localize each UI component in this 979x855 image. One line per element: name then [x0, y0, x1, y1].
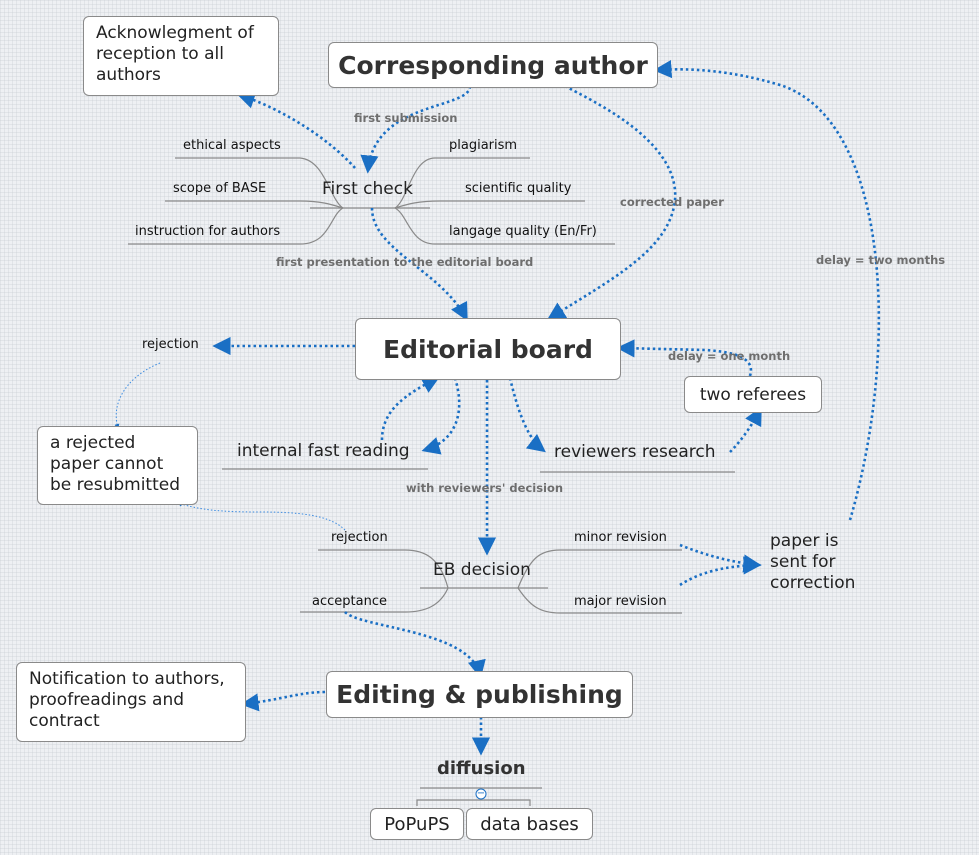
ethical-aspects-label[interactable]: ethical aspects	[183, 138, 281, 153]
scientific-quality-label[interactable]: scientific quality	[465, 181, 572, 196]
first-check-branches	[128, 157, 615, 245]
diffusion-title[interactable]: diffusion	[437, 758, 526, 779]
acceptance-label[interactable]: acceptance	[312, 594, 387, 609]
first-submission-label: first submission	[354, 111, 458, 125]
editing-publishing-box[interactable]: Editing & publishing	[326, 671, 633, 718]
flow-arrows	[212, 60, 881, 756]
corrected-paper-label: corrected paper	[620, 195, 724, 209]
rejected-note-text: a rejected paper cannot be resubmitted	[50, 433, 181, 495]
middle-branches	[222, 468, 735, 806]
popups-box[interactable]: PoPuPS	[370, 808, 464, 840]
first-check-title[interactable]: First check	[322, 179, 413, 199]
editorial-board-label: Editorial board	[383, 334, 593, 364]
acknowledgment-box[interactable]: Acknowlegment of reception to all author…	[83, 16, 279, 96]
acknowledgment-text: Acknowlegment of reception to all author…	[96, 23, 254, 85]
collapse-toggle-ring[interactable]	[475, 788, 487, 800]
delay-two-months-label: delay = two months	[816, 253, 946, 267]
first-presentation-label: first presentation to the editorial boar…	[276, 255, 534, 269]
langage-quality-label[interactable]: langage quality (En/Fr)	[449, 224, 597, 239]
paper-sent-label[interactable]: paper is sent for correction	[770, 531, 856, 593]
two-referees-box[interactable]: two referees	[684, 376, 822, 413]
rejection-top-label[interactable]: rejection	[142, 337, 199, 352]
data-bases-label: data bases	[480, 813, 579, 835]
with-reviewers-decision-label: with reviewers' decision	[406, 481, 564, 495]
data-bases-box[interactable]: data bases	[466, 808, 593, 840]
rejected-note-box[interactable]: a rejected paper cannot be resubmitted	[37, 426, 198, 505]
popups-label: PoPuPS	[384, 813, 450, 835]
delay-one-month-label: delay = one month	[668, 349, 791, 363]
major-revision-label[interactable]: major revision	[574, 594, 667, 609]
notification-text: Notification to authors, proofreadings a…	[29, 669, 225, 731]
corresponding-author-box[interactable]: Corresponding author	[328, 42, 658, 88]
two-referees-label: two referees	[699, 384, 807, 405]
eb-decision-title[interactable]: EB decision	[433, 560, 531, 580]
reviewers-research-label[interactable]: reviewers research	[554, 442, 716, 462]
instruction-for-authors-label[interactable]: instruction for authors	[135, 224, 281, 239]
editing-publishing-label: Editing & publishing	[336, 680, 623, 709]
internal-fast-reading-label[interactable]: internal fast reading	[237, 441, 410, 461]
eb-rejection-label[interactable]: rejection	[331, 530, 388, 545]
minor-revision-label[interactable]: minor revision	[574, 530, 667, 545]
notification-box[interactable]: Notification to authors, proofreadings a…	[16, 662, 246, 742]
rejection-links	[114, 362, 346, 531]
scope-of-base-label[interactable]: scope of BASE	[173, 181, 267, 196]
editorial-board-box[interactable]: Editorial board	[355, 318, 621, 380]
plagiarism-label[interactable]: plagiarism	[449, 138, 518, 153]
corresponding-author-label: Corresponding author	[338, 50, 648, 80]
collapse-icon[interactable]: −	[476, 788, 486, 799]
